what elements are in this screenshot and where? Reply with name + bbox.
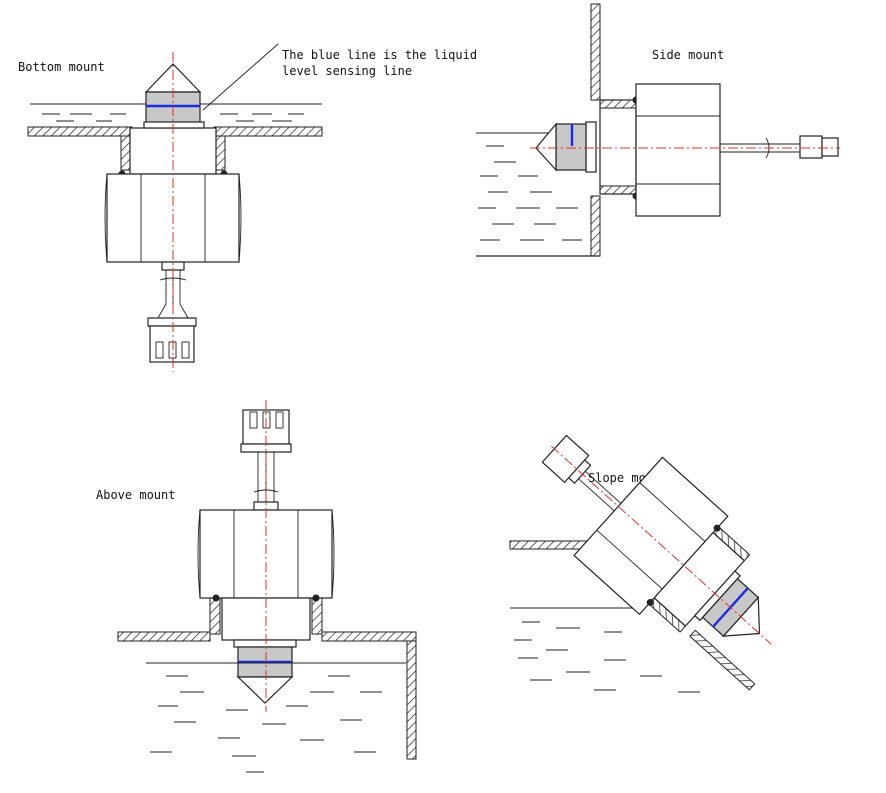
slope-mount-diagram: Slope mount — [509, 434, 772, 693]
sensing-line-note-2: level sensing line — [282, 64, 412, 78]
above-mount-diagram: Above mount — [96, 400, 417, 773]
bottom-mount-diagram: Bottom mount The blue line is the liquid… — [18, 43, 477, 372]
liquid-dashes — [42, 113, 304, 122]
sensing-line-note: The blue line is the liquid — [282, 48, 477, 62]
above-mount-label: Above mount — [96, 488, 175, 502]
callout-leader — [202, 43, 279, 111]
side-mount-diagram: Side mount — [476, 3, 840, 257]
side-mount-label: Side mount — [652, 48, 724, 62]
bottom-mount-label: Bottom mount — [18, 60, 105, 74]
